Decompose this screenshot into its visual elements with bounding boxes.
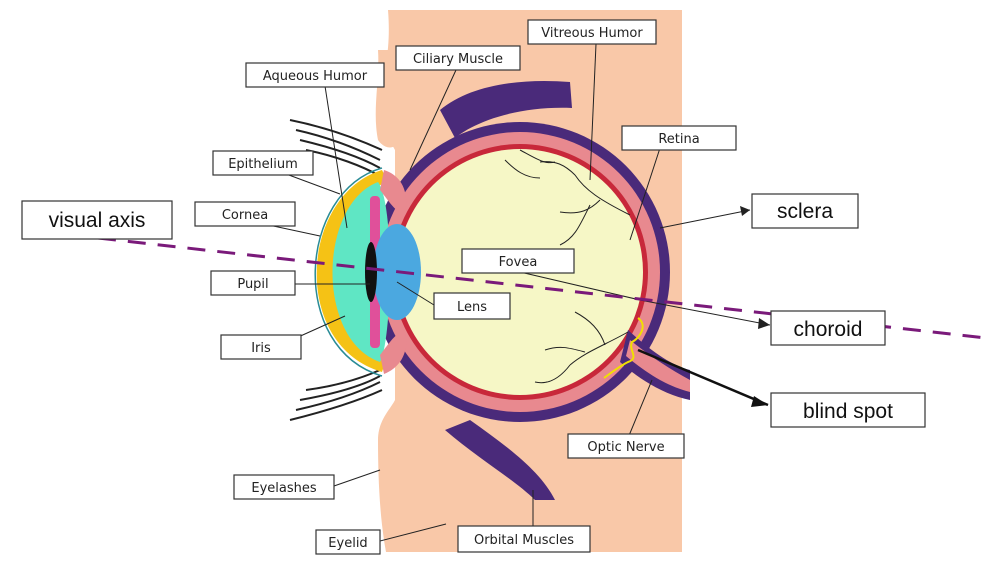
label-eyelid: Eyelid — [315, 529, 381, 555]
blind-spot-arrow — [637, 348, 769, 407]
arrow-choroid — [758, 318, 770, 329]
eyelashes-lower — [289, 369, 383, 421]
label-aqueous-humor: Aqueous Humor — [245, 62, 385, 88]
label-retina-text: Retina — [658, 132, 699, 147]
annotation-blind-spot: blind spot — [770, 392, 926, 428]
ciliary-muscle — [380, 170, 407, 374]
label-eyelid-text: Eyelid — [328, 536, 367, 551]
label-ciliary-muscle: Ciliary Muscle — [395, 45, 521, 71]
label-fovea: Fovea — [461, 248, 575, 274]
label-vitreous-humor-text: Vitreous Humor — [541, 26, 643, 41]
cornea — [316, 170, 388, 372]
label-epithelium-text: Epithelium — [228, 157, 298, 172]
annotation-sclera-text: sclera — [777, 200, 833, 223]
arrow-sclera — [740, 206, 750, 216]
label-iris-text: Iris — [251, 341, 271, 356]
orbital-muscle-top — [440, 80, 572, 138]
annotation-sclera: sclera — [751, 193, 859, 229]
label-retina: Retina — [621, 125, 737, 151]
label-ciliary-muscle-text: Ciliary Muscle — [413, 52, 503, 67]
epithelium — [314, 167, 383, 377]
label-orbital-muscles: Orbital Muscles — [457, 525, 591, 553]
label-optic-nerve: Optic Nerve — [567, 433, 685, 459]
label-iris: Iris — [220, 334, 302, 360]
label-lens: Lens — [433, 292, 511, 320]
annotation-choroid: choroid — [770, 310, 886, 346]
label-epithelium: Epithelium — [212, 150, 314, 176]
retinal-vessels — [504, 149, 631, 384]
orbital-muscle-bottom — [445, 420, 555, 500]
label-aqueous-humor-text: Aqueous Humor — [263, 69, 368, 84]
label-vitreous-humor: Vitreous Humor — [527, 19, 657, 45]
annotation-blind-spot-text: blind spot — [803, 400, 893, 423]
annotation-visual-axis-text: visual axis — [49, 209, 146, 232]
annotation-visual-axis: visual axis — [21, 200, 173, 240]
label-pupil: Pupil — [210, 270, 296, 296]
label-fovea-text: Fovea — [499, 255, 538, 270]
blind-spot-arrowhead — [751, 396, 768, 407]
label-eyelashes: Eyelashes — [233, 474, 335, 500]
label-orbital-muscles-text: Orbital Muscles — [474, 533, 574, 548]
label-cornea-text: Cornea — [222, 208, 268, 223]
label-pupil-text: Pupil — [237, 277, 268, 292]
pupil — [365, 242, 377, 302]
blind-spot-outline — [603, 317, 644, 379]
annotation-choroid-text: choroid — [794, 318, 863, 341]
label-optic-nerve-text: Optic Nerve — [587, 440, 664, 455]
label-lens-text: Lens — [457, 300, 487, 315]
label-cornea: Cornea — [194, 201, 296, 227]
label-eyelashes-text: Eyelashes — [251, 481, 316, 496]
